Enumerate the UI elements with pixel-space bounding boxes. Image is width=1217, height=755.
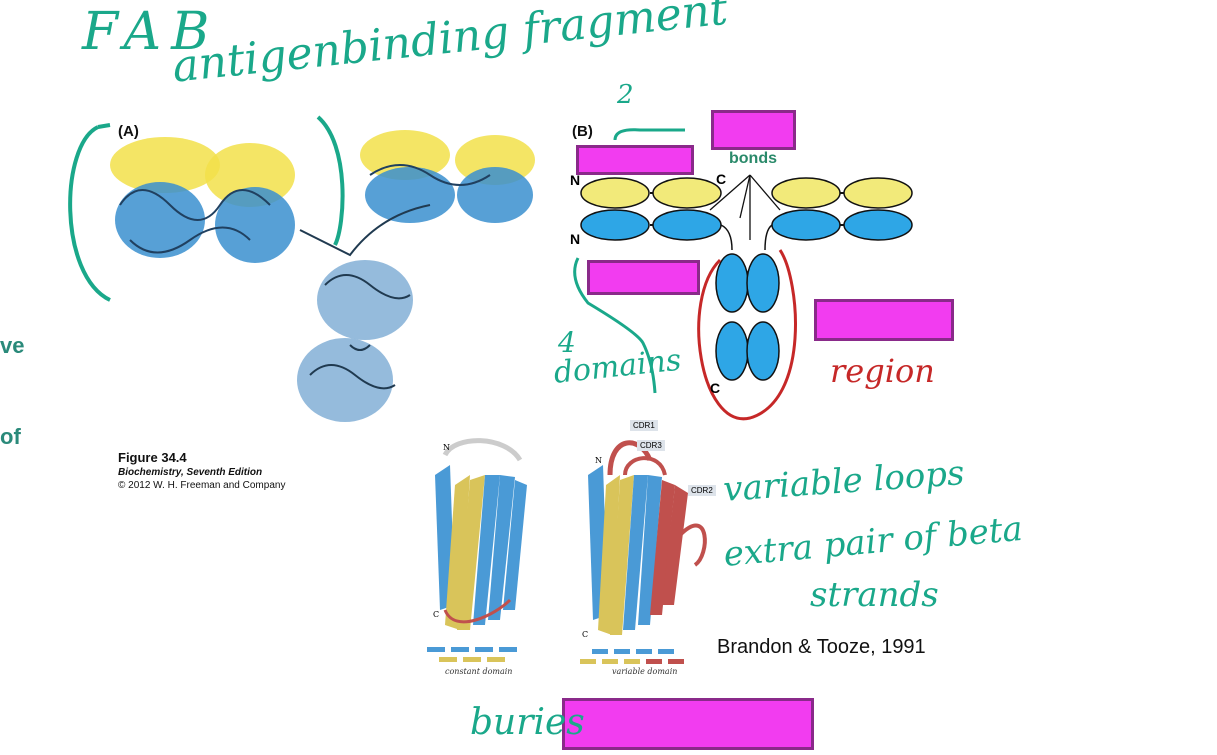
variable-domain-label: variable domain (612, 667, 677, 676)
constant-strands (435, 465, 527, 630)
svg-text:N: N (443, 443, 450, 452)
note-variable-loops: variable loops (722, 453, 966, 510)
left-fragment-of: of (0, 424, 21, 450)
variable-domain-diagram: N C (570, 415, 715, 680)
answer-box-bonds (711, 110, 796, 150)
fc-structure (297, 260, 413, 422)
bonds-label: bonds (729, 150, 777, 168)
constant-domain-diagram: N C (415, 435, 545, 680)
label-c-top: C (716, 171, 726, 187)
label-n-bottom: N (570, 231, 580, 247)
cdr3-tag: CDR3 (637, 440, 665, 451)
answer-box-chain (587, 260, 700, 295)
note-strands: strands (810, 575, 939, 615)
answer-box-heavy-light (576, 145, 694, 175)
answer-box-buries (562, 698, 814, 750)
constant-domain-label: constant domain (445, 667, 512, 676)
citation: Brandon & Tooze, 1991 (717, 636, 926, 659)
figure-book: Biochemistry, Seventh Edition (118, 467, 285, 478)
ch1-domain (653, 210, 721, 240)
figure-caption: Figure 34.4 Biochemistry, Seventh Editio… (118, 450, 285, 491)
note-buries: buries (470, 702, 585, 743)
header-subtitle: antigenbinding fragment (170, 0, 730, 93)
fab-right-structure (360, 130, 535, 223)
variable-strands (588, 465, 688, 635)
vl-domain (581, 178, 649, 208)
label-c-bottom: C (710, 380, 720, 396)
left-fragment-ve: ve (0, 333, 24, 359)
figure-copyright: © 2012 W. H. Freeman and Company (118, 480, 285, 491)
note-region: region (830, 352, 935, 390)
vh-domain (581, 210, 649, 240)
note-extra-pair: extra pair of beta (722, 509, 1024, 575)
cdr1-tag: CDR1 (630, 420, 658, 431)
svg-text:C: C (433, 610, 439, 619)
svg-text:N: N (595, 456, 602, 465)
answer-box-region (814, 299, 954, 341)
cl-domain (653, 178, 721, 208)
figure-title: Figure 34.4 (118, 450, 285, 465)
svg-text:C: C (582, 630, 588, 639)
fab-left-structure (110, 137, 295, 263)
panel-a-drawing (50, 105, 560, 445)
cdr2-tag: CDR2 (688, 485, 716, 496)
